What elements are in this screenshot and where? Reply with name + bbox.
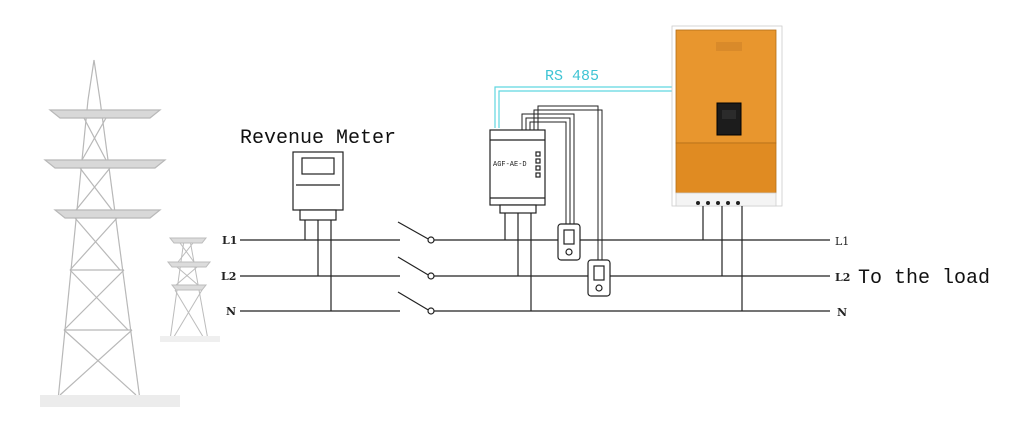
inverter-wires xyxy=(702,206,743,311)
rs485-label: RS 485 xyxy=(545,68,599,85)
rs485-link xyxy=(494,86,672,128)
line-label-right-n: N xyxy=(837,306,847,319)
breaker-switches xyxy=(397,221,435,315)
line-label-right-l2: L2 xyxy=(835,271,850,284)
revenue-meter-icon xyxy=(292,151,344,311)
revenue-meter-label: Revenue Meter xyxy=(240,127,396,150)
line-label-right-l1: L1 xyxy=(835,235,849,248)
line-label-left-l1: L1 xyxy=(222,234,237,247)
ct-wires xyxy=(521,105,603,272)
current-transformer-l2-icon xyxy=(587,259,611,297)
line-label-left-n: N xyxy=(226,305,236,318)
device-model-text: AGF-AE-D xyxy=(493,161,527,169)
inverter-icon xyxy=(671,25,783,207)
current-transformer-l1-icon xyxy=(557,223,581,261)
monitoring-device-icon xyxy=(489,129,546,311)
tower-small-icon xyxy=(160,237,220,342)
tower-large-icon xyxy=(40,59,180,407)
line-label-left-l2: L2 xyxy=(221,270,236,283)
power-lines xyxy=(240,239,830,312)
to-load-label: To the load xyxy=(858,267,990,290)
